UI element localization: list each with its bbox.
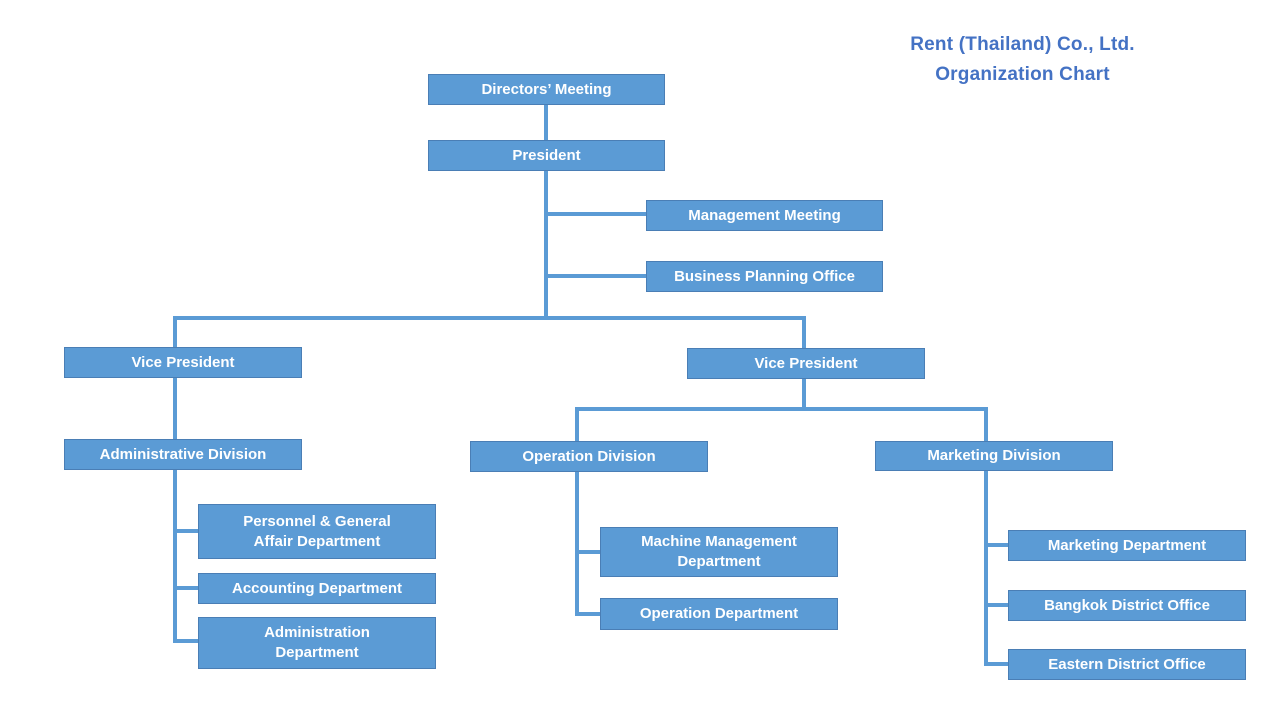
connector-directors-to-president [544,105,548,140]
chart-title-line2: Organization Chart [935,64,1110,85]
org-node-personnel-general-affair-department: Personnel & General Affair Department [198,504,436,559]
connector-marketing-division-drop [984,407,988,441]
org-node-label-operation-department: Operation Department [639,605,799,623]
connector-stub-bangkok-district-office [986,603,1008,607]
org-node-label-operation-division: Operation Division [522,447,656,465]
connector-stub-management-meeting [546,212,646,216]
org-node-vice-president-left: Vice President [64,347,302,378]
org-node-directors-meeting: Directors’ Meeting [428,74,665,105]
org-node-operation-department: Operation Department [600,598,838,630]
connector-operation-division-drop [575,407,579,441]
connector-stub-business-planning-office [546,274,646,278]
connector-marketing-sub-trunk [984,471,988,666]
org-node-president: President [428,140,665,171]
org-node-label-administrative-division: Administrative Division [99,445,267,463]
org-node-label-management-meeting: Management Meeting [688,206,841,224]
org-node-eastern-district-office: Eastern District Office [1008,649,1246,680]
org-node-label-personnel-general-affair-department: Personnel & General Affair Department [243,512,391,550]
connector-operation-sub-trunk [575,472,579,616]
connector-stub-machine-management [577,550,600,554]
connector-vp-right-drop [802,316,806,348]
org-node-label-bangkok-district-office: Bangkok District Office [1044,596,1210,614]
connector-stub-eastern-district-office [986,662,1008,666]
org-node-management-meeting: Management Meeting [646,200,883,231]
org-node-label-directors-meeting: Directors’ Meeting [481,80,612,98]
connector-president-trunk [544,171,548,320]
connector-stub-administration [175,639,200,643]
connector-vp-left-to-administrative [173,378,177,439]
connector-vp-left-drop [173,316,177,347]
connector-vp-split-horizontal [173,316,806,320]
org-node-machine-management-department: Machine Management Department [600,527,838,577]
org-node-label-business-planning-office: Business Planning Office [674,267,855,285]
org-node-marketing-department: Marketing Department [1008,530,1246,561]
org-node-administrative-division: Administrative Division [64,439,302,470]
connector-vp-right-to-split [802,379,806,409]
org-node-label-president: President [512,146,581,164]
org-node-label-administration-department: Administration Department [264,624,370,661]
connector-stub-personnel [175,529,200,533]
org-node-operation-division: Operation Division [470,441,708,472]
org-node-accounting-department: Accounting Department [198,573,436,604]
chart-title-line1: Rent (Thailand) Co., Ltd. [910,34,1135,55]
org-node-label-accounting-department: Accounting Department [231,579,402,597]
org-node-business-planning-office: Business Planning Office [646,261,883,292]
org-node-label-eastern-district-office: Eastern District Office [1048,655,1206,673]
org-node-label-machine-management-department: Machine Management Department [641,533,797,570]
connector-division-split-horizontal [575,407,988,411]
connector-stub-accounting [175,586,200,590]
org-node-vice-president-right: Vice President [687,348,925,379]
org-node-label-vice-president-right: Vice President [754,354,858,372]
org-node-administration-department: Administration Department [198,617,436,669]
org-node-marketing-division: Marketing Division [875,441,1113,471]
chart-title: Rent (Thailand) Co., Ltd. Organization C… [860,30,1185,90]
org-node-label-vice-president-left: Vice President [131,353,235,371]
connector-stub-marketing-department [986,543,1008,547]
org-node-label-marketing-division: Marketing Division [927,447,1061,465]
connector-stub-operation-department [577,612,600,616]
connector-administrative-sub-trunk [173,470,177,643]
org-node-bangkok-district-office: Bangkok District Office [1008,590,1246,621]
org-node-label-marketing-department: Marketing Department [1047,536,1207,554]
